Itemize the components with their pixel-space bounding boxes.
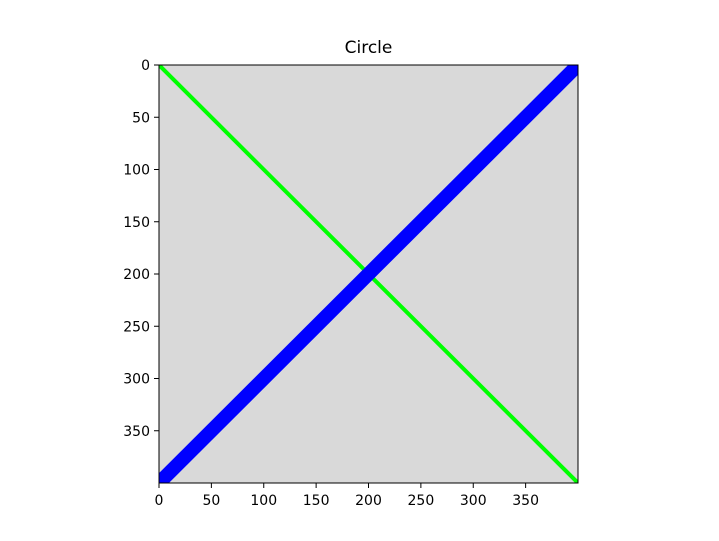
y-tick-label: 250 xyxy=(123,319,150,335)
y-tick-label: 350 xyxy=(123,424,150,440)
x-tick-label: 150 xyxy=(303,493,330,509)
x-tick-label: 250 xyxy=(408,493,435,509)
series-layer xyxy=(159,65,578,483)
y-tick-label: 50 xyxy=(132,110,150,126)
y-axis: 0 50 100 150 200 250 300 350 xyxy=(123,58,159,440)
y-tick-label: 300 xyxy=(123,372,150,388)
x-tick-label: 300 xyxy=(460,493,487,509)
y-tick-label: 100 xyxy=(123,163,150,179)
x-axis: 0 50 100 150 200 250 300 350 xyxy=(155,483,539,509)
x-tick-label: 200 xyxy=(355,493,382,509)
y-tick-label: 0 xyxy=(141,58,150,74)
chart-title: Circle xyxy=(345,38,393,58)
x-tick-label: 350 xyxy=(512,493,539,509)
y-tick-label: 150 xyxy=(123,215,150,231)
x-tick-label: 50 xyxy=(202,493,220,509)
x-tick-label: 100 xyxy=(250,493,277,509)
x-tick-label: 0 xyxy=(155,493,164,509)
blue-diagonal-line xyxy=(159,65,578,483)
y-tick-label: 200 xyxy=(123,267,150,283)
